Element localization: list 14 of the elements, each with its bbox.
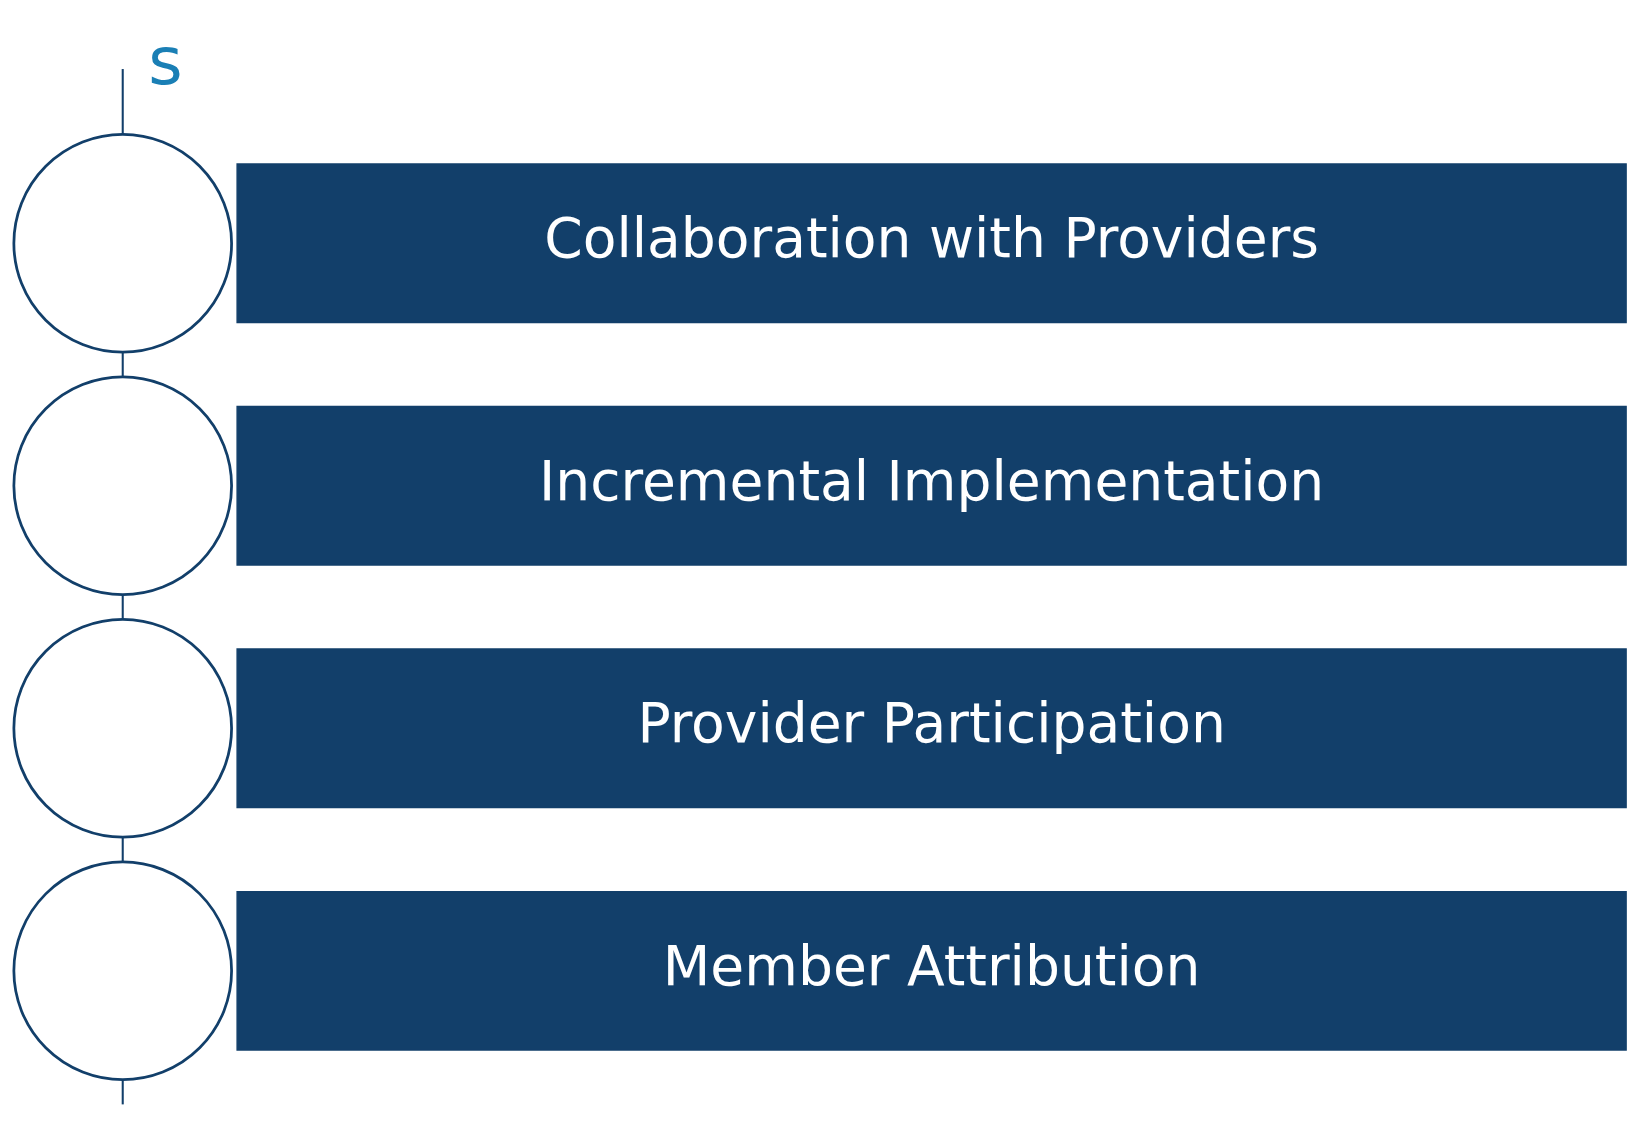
node-circle — [12, 133, 233, 354]
node-box: Provider Participation — [236, 648, 1627, 809]
node-box: Member Attribution — [236, 890, 1627, 1051]
connector — [121, 594, 124, 620]
node-box: Collaboration with Providers — [236, 163, 1627, 324]
connector — [121, 1080, 124, 1105]
node-circle — [12, 375, 233, 596]
connector — [121, 837, 124, 862]
label: s — [148, 22, 183, 100]
connector — [121, 69, 124, 135]
connector — [121, 352, 124, 377]
node-circle — [12, 860, 233, 1082]
node-circle — [12, 618, 233, 839]
node-box: Incremental Implementation — [236, 405, 1627, 566]
